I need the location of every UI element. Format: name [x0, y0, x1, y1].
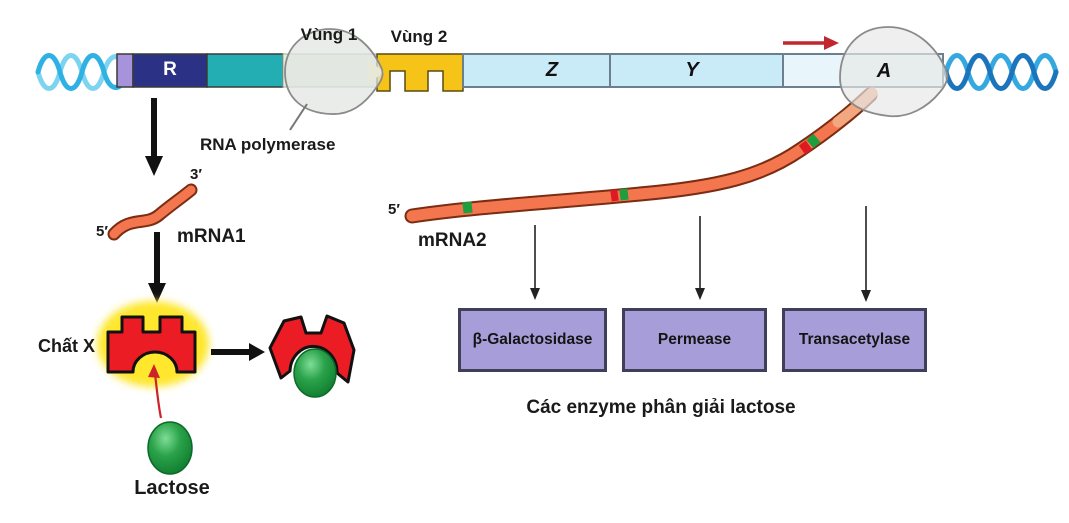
repressor-lactose-complex-icon: [268, 314, 356, 398]
arrow-protein-change: [211, 343, 265, 361]
mrna2-five-prime-label: 5′: [388, 201, 400, 218]
enzyme-box-galactosidase-label: β-Galactosidase: [472, 331, 593, 348]
gene-z-segment: [462, 53, 611, 88]
enzyme-box-galactosidase: β-Galactosidase: [458, 308, 607, 372]
gene-y-segment: [609, 53, 784, 88]
repressor-gene-segment: [132, 53, 208, 88]
transcription-direction-arrow: [783, 36, 839, 50]
enzyme-box-permease-label: Permease: [657, 331, 732, 348]
mrna2-green-band: [806, 133, 821, 149]
dna-helix-left-icon: [35, 53, 123, 91]
arrow-mrna1-to-protein: [148, 232, 166, 303]
operator-segment: [116, 53, 134, 88]
rna-polymerase-label: RNA polymerase: [200, 135, 336, 154]
arrow-mrna2-to-galactosidase: [530, 225, 540, 300]
gene-a-label: A: [876, 60, 892, 82]
gene-z-label: Z: [545, 59, 559, 81]
rna-polymerase-blob-left: [284, 28, 384, 115]
arrow-lactose-to-repressor: [148, 364, 163, 419]
polymerase-pointer-line: [289, 103, 308, 131]
mrna2-red-band: [798, 140, 813, 155]
repressor-gene-label: R: [163, 59, 177, 80]
enzyme-box-transacetylase: Transacetylase: [782, 308, 927, 372]
region1-label: Vùng 1: [300, 25, 358, 44]
enzymes-caption: Các enzyme phân giải lactose: [526, 397, 796, 418]
mrna2-strand: [404, 87, 878, 224]
mrna1-three-prime-label: 3′: [190, 166, 202, 183]
enzyme-box-permease: Permease: [622, 308, 767, 372]
gene-y-label: Y: [685, 59, 699, 81]
mrna1-five-prime-label: 5′: [96, 223, 108, 240]
lactose-label: Lactose: [134, 477, 210, 499]
enzyme-box-transacetylase-label: Transacetylase: [798, 331, 911, 348]
arrow-mrna2-to-transacetylase: [861, 206, 871, 302]
arrow-mrna2-to-permease: [695, 216, 705, 300]
rna-polymerase-blob-right: [839, 26, 949, 118]
substance-x-label: Chất X: [38, 336, 96, 356]
promoter-segment: [206, 53, 284, 88]
mrna1-label: mRNA1: [177, 226, 246, 247]
repressor-protein-icon: [106, 315, 197, 374]
dna-bar: [116, 53, 944, 92]
arrow-r-to-mrna1: [145, 98, 163, 176]
mrna2-red-band: [610, 189, 619, 202]
region2-segment: [376, 53, 464, 92]
lactose-icon: [147, 421, 193, 475]
mrna1-strand: [107, 183, 198, 241]
region2-label: Vùng 2: [390, 27, 448, 46]
mrna2-green-band: [462, 201, 473, 214]
mrna2-green-band: [619, 188, 629, 201]
mrna2-label: mRNA2: [418, 230, 487, 251]
dna-helix-right-icon: [943, 53, 1059, 91]
